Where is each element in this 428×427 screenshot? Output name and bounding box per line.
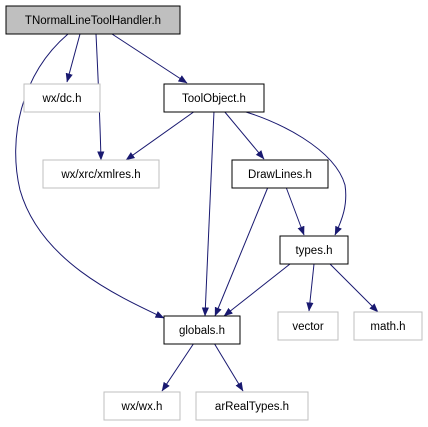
node-globals[interactable]: globals.h bbox=[163, 315, 241, 345]
node-label: wx/dc.h bbox=[42, 93, 82, 105]
edge-types-to-globals bbox=[223, 263, 291, 317]
edges-layer bbox=[15, 33, 379, 392]
node-label: ToolObject.h bbox=[182, 93, 246, 105]
node-label: math.h bbox=[370, 321, 405, 333]
node-label: types.h bbox=[295, 245, 332, 257]
edge-drawlines-to-types bbox=[285, 186, 305, 236]
node-label: DrawLines.h bbox=[248, 169, 312, 181]
edge-toolobject-to-xmlres bbox=[125, 110, 196, 161]
edge-toolobject-to-globals bbox=[201, 110, 215, 317]
node-label: wx/xrc/xmlres.h bbox=[60, 169, 140, 181]
edge-globals-to-arreal bbox=[213, 342, 244, 392]
edge-types-to-math bbox=[329, 263, 379, 313]
node-label: vector bbox=[292, 321, 323, 333]
node-arrealtypes[interactable]: arRealTypes.h bbox=[195, 391, 309, 421]
edge-globals-to-wxwx bbox=[161, 342, 195, 392]
node-label: globals.h bbox=[179, 325, 225, 337]
node-toolobject[interactable]: ToolObject.h bbox=[163, 83, 265, 113]
edge-toolobject-to-drawlines bbox=[223, 110, 265, 160]
node-label: arRealTypes.h bbox=[215, 401, 289, 413]
node-vector[interactable]: vector bbox=[277, 311, 339, 341]
node-drawlines[interactable]: DrawLines.h bbox=[231, 159, 329, 189]
node-tnormallinetoolhandler[interactable]: TNormalLineToolHandler.h bbox=[5, 5, 181, 35]
node-wx-xrc-xmlres[interactable]: wx/xrc/xmlres.h bbox=[42, 159, 160, 189]
node-wx-dc[interactable]: wx/dc.h bbox=[23, 83, 101, 113]
node-label: wx/wx.h bbox=[121, 401, 163, 413]
node-math[interactable]: math.h bbox=[353, 311, 423, 341]
edge-root-to-globals bbox=[15, 33, 165, 319]
nodes-layer: TNormalLineToolHandler.h wx/dc.h ToolObj… bbox=[5, 5, 423, 421]
node-types[interactable]: types.h bbox=[279, 235, 349, 265]
node-wx-wx[interactable]: wx/wx.h bbox=[103, 391, 181, 421]
edge-root-to-dc bbox=[65, 33, 81, 83]
edge-toolobject-to-types bbox=[231, 107, 347, 236]
node-label: TNormalLineToolHandler.h bbox=[25, 15, 161, 27]
edge-types-to-vector bbox=[306, 263, 315, 312]
edge-root-to-toolobject bbox=[111, 33, 188, 84]
edge-drawlines-to-globals bbox=[214, 186, 269, 317]
